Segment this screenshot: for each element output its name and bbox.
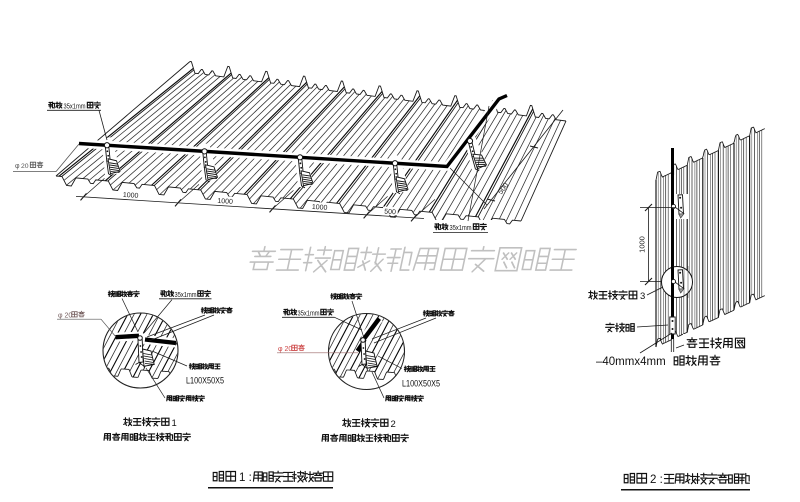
svg-text:1000: 1000 <box>312 204 328 212</box>
svg-text:–40mmx4mm: –40mmx4mm <box>596 356 666 368</box>
svg-text:1 :: 1 : <box>239 472 252 484</box>
svg-text:φ 20: φ 20 <box>58 312 72 319</box>
svg-text:φ 20: φ 20 <box>278 346 292 353</box>
svg-text:35x1mm: 35x1mm <box>175 292 197 299</box>
svg-text:2 :: 2 : <box>650 474 663 486</box>
svg-text:φ: φ <box>15 163 20 170</box>
svg-text:35x1mm: 35x1mm <box>298 311 320 318</box>
svg-text:35x1mm: 35x1mm <box>450 223 472 232</box>
svg-text:1000: 1000 <box>638 236 647 253</box>
svg-text:1000: 1000 <box>123 192 139 200</box>
svg-text:20: 20 <box>21 163 29 170</box>
svg-text:500: 500 <box>384 209 396 217</box>
svg-text:2: 2 <box>391 419 396 430</box>
svg-text:3: 3 <box>640 291 645 302</box>
svg-text:1000: 1000 <box>217 198 233 206</box>
svg-text:1: 1 <box>172 418 177 429</box>
svg-text:L100X50X5: L100X50X5 <box>402 379 440 389</box>
svg-text:35x1mm: 35x1mm <box>64 101 86 110</box>
svg-text:L100X50X5: L100X50X5 <box>186 376 224 386</box>
